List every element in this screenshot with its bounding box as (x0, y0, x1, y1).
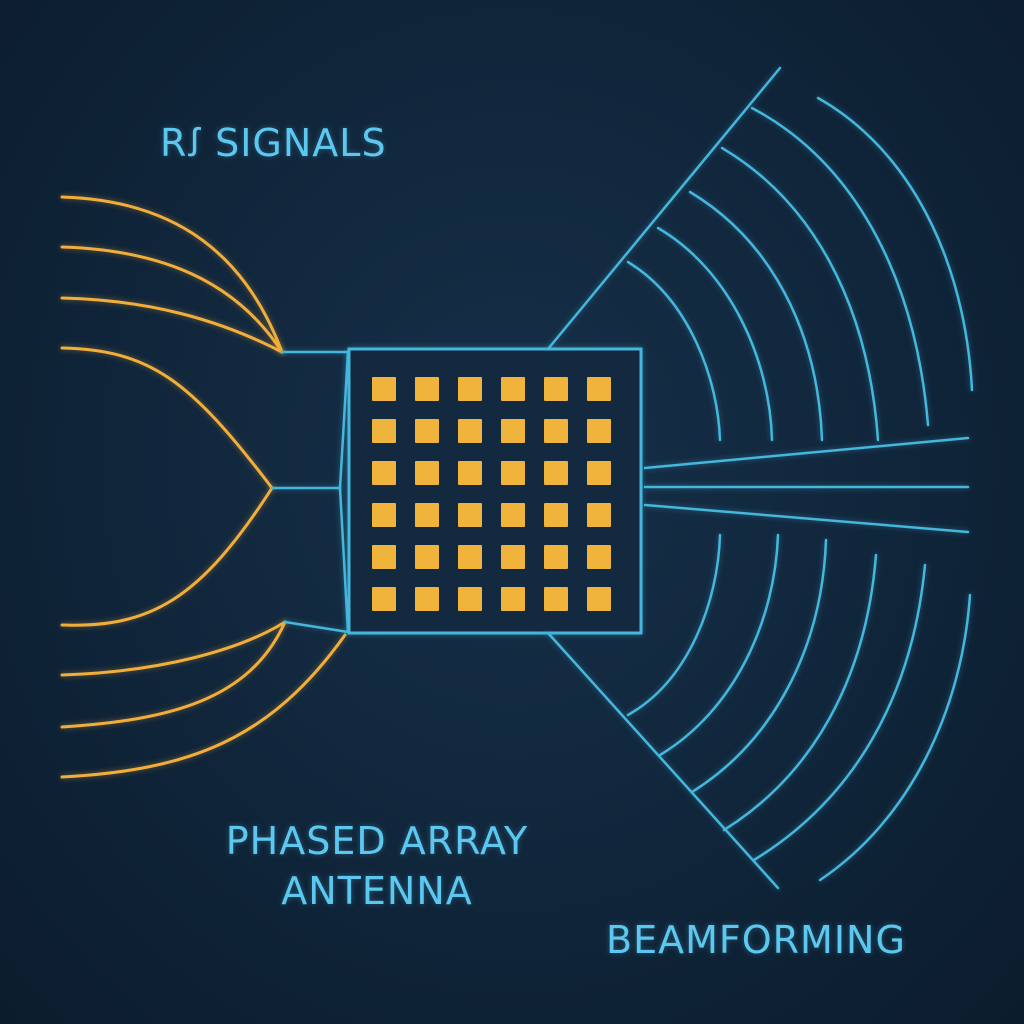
antenna-element-icon (501, 545, 525, 569)
antenna-element-icon (587, 545, 611, 569)
beam-line (546, 66, 782, 351)
antenna-element-icon (372, 419, 396, 443)
beam-line (658, 533, 780, 757)
antenna-element-icon (458, 503, 482, 527)
antenna-element-icon (501, 377, 525, 401)
beam-line (752, 563, 927, 862)
antenna-element-icon (458, 377, 482, 401)
antenna-element-icon (501, 419, 525, 443)
antenna-element-icon (372, 377, 396, 401)
rf-wave-line (60, 620, 287, 677)
antenna-element-icon (415, 545, 439, 569)
beam-line (720, 146, 880, 442)
beam-line (656, 226, 774, 442)
antenna-element-icon (587, 377, 611, 401)
beam-line (643, 436, 970, 470)
beamforming-output (546, 66, 974, 890)
funnel-line (283, 620, 350, 634)
rf-wave-line (60, 195, 284, 354)
antenna-element-icon (415, 461, 439, 485)
antenna-element-icon (544, 377, 568, 401)
rf-wave-line (60, 633, 347, 779)
rf-wave-line (60, 245, 284, 354)
funnel-line (338, 486, 350, 634)
phased-array-label-line1: PHASED ARRAY (225, 819, 529, 863)
antenna-element-icon (458, 461, 482, 485)
rf-wave-line (60, 296, 284, 354)
antenna-element-icon (372, 461, 396, 485)
rf-wave-line (60, 486, 274, 627)
antenna-element-icon (544, 503, 568, 527)
antenna-element-icon (544, 419, 568, 443)
beam-line (722, 553, 878, 832)
antenna-element-icon (372, 587, 396, 611)
antenna-element-icon (587, 419, 611, 443)
beam-line (546, 631, 780, 890)
funnel-line (338, 350, 350, 490)
antenna-element-icon (415, 587, 439, 611)
antenna-element-icon (501, 461, 525, 485)
beam-line (816, 96, 974, 392)
antenna-element-icon (372, 503, 396, 527)
rf-wave-line (60, 346, 274, 490)
phased-array-label-line2: ANTENNA (281, 869, 473, 913)
signal-funnel-lines (270, 350, 350, 634)
beam-line (818, 593, 972, 882)
antenna-element-icon (544, 461, 568, 485)
antenna-element-icon (587, 503, 611, 527)
incoming-rf-waves (60, 195, 347, 779)
antenna-element-icon (458, 419, 482, 443)
antenna-element-icon (458, 587, 482, 611)
antenna-element-icon (587, 587, 611, 611)
beam-line (750, 106, 930, 427)
antenna-element-icon (415, 503, 439, 527)
antenna-element-icon (501, 587, 525, 611)
antenna-element-icon (587, 461, 611, 485)
rf-wave-line (60, 620, 287, 729)
antenna-element-icon (544, 587, 568, 611)
antenna-element-icon (415, 377, 439, 401)
phased-array-antenna-label: PHASED ARRAY ANTENNA (212, 816, 542, 916)
antenna-element-icon (544, 545, 568, 569)
beam-line (688, 190, 824, 442)
beamforming-label: BEAMFORMING (606, 918, 906, 962)
beam-line (690, 538, 828, 794)
antenna-element-icon (458, 545, 482, 569)
antenna-element-icon (372, 545, 396, 569)
beam-line (626, 260, 722, 442)
antenna-element-icon (501, 503, 525, 527)
beam-line (626, 533, 722, 717)
rf-signals-label: Rꭍ SIGNALS (160, 121, 387, 165)
antenna-element-grid (372, 377, 611, 611)
antenna-element-icon (415, 419, 439, 443)
beam-line (643, 503, 970, 534)
